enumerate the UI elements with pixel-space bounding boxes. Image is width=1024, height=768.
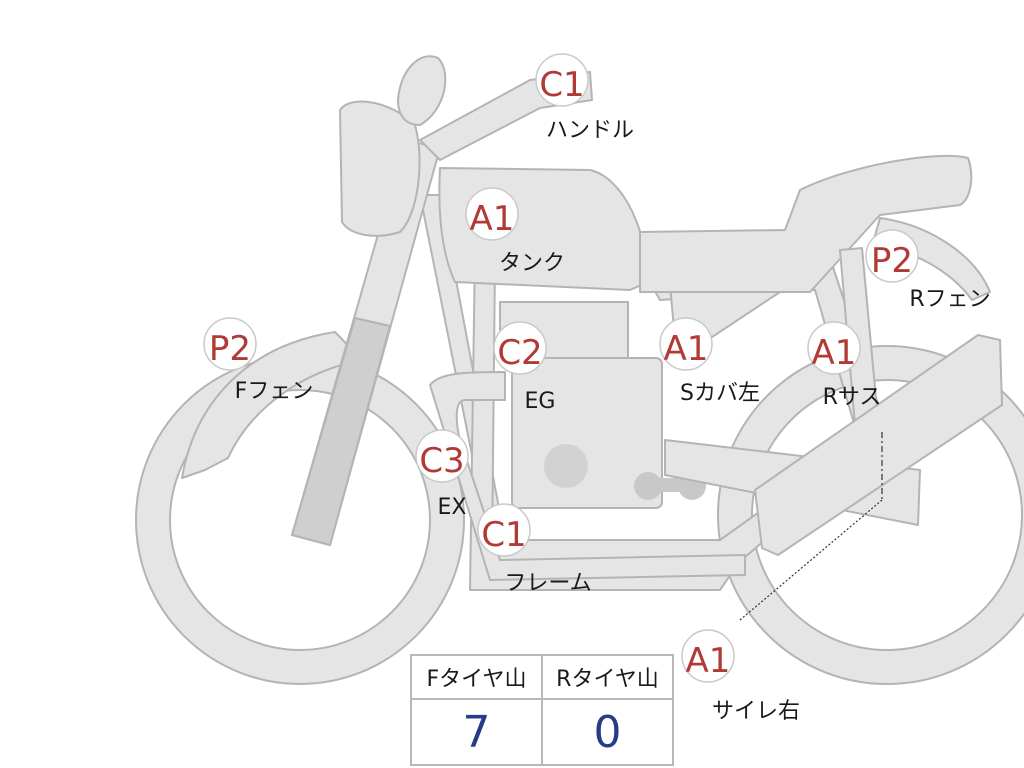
part-label-frame: フレーム <box>504 571 591 596</box>
part-label-engine: EG <box>525 389 556 414</box>
tire-tread-table: Fタイヤ山 Rタイヤ山 7 0 <box>410 654 674 766</box>
part-label-tank: タンク <box>499 251 565 276</box>
part-code-muffler-right: A1 <box>686 641 731 681</box>
part-marker-r-suspension: A1 Rサス <box>807 321 882 410</box>
muffler-leader-line <box>739 499 883 621</box>
part-code-frame: C1 <box>481 515 526 555</box>
muffler-shape <box>754 334 1003 556</box>
part-marker-r-fender: P2 Rフェン <box>865 229 991 312</box>
part-label-f-fender: Fフェン <box>235 379 314 404</box>
rear-tire-value: 0 <box>541 698 674 766</box>
part-code-exhaust: C3 <box>419 441 464 481</box>
part-marker-s-cover-left: A1 Sカバ左 <box>659 317 760 406</box>
part-code-r-fender: P2 <box>871 241 913 281</box>
part-label-s-cover-left: Sカバ左 <box>680 381 760 406</box>
rear-tire-header: Rタイヤ山 <box>541 654 674 700</box>
part-label-muffler-right: サイレ右 <box>712 699 800 724</box>
part-code-engine: C2 <box>497 333 542 373</box>
part-label-r-suspension: Rサス <box>823 385 882 410</box>
tire-table-value-row: 7 0 <box>410 698 674 766</box>
part-code-handle: C1 <box>539 65 584 105</box>
rear-wheel <box>717 345 1024 685</box>
seat-shape <box>639 154 973 293</box>
engine-cover-shape <box>544 444 588 488</box>
part-marker-tank: A1 タンク <box>465 187 565 276</box>
part-code-s-cover-left: A1 <box>664 329 709 369</box>
part-label-exhaust: EX <box>438 495 467 520</box>
part-code-tank: A1 <box>470 199 515 239</box>
part-label-r-fender: Rフェン <box>909 287 990 312</box>
part-marker-frame: C1 フレーム <box>477 503 592 596</box>
part-marker-exhaust: C3 EX <box>415 429 469 520</box>
part-marker-engine: C2 EG <box>493 321 556 414</box>
part-marker-muffler-right: A1 サイレ右 <box>681 629 800 724</box>
part-marker-handle: C1 ハンドル <box>535 53 634 143</box>
part-code-r-suspension: A1 <box>812 333 857 373</box>
tire-table-header-row: Fタイヤ山 Rタイヤ山 <box>410 654 674 700</box>
part-label-handle: ハンドル <box>546 118 634 143</box>
headlight-shape <box>339 100 421 237</box>
part-code-f-fender: P2 <box>209 329 251 369</box>
front-tire-value: 7 <box>410 698 543 766</box>
fork-sleeve-shape <box>290 316 392 547</box>
part-marker-f-fender: P2 Fフェン <box>203 317 314 404</box>
mirror-shape <box>397 55 447 126</box>
front-tire-header: Fタイヤ山 <box>410 654 543 700</box>
